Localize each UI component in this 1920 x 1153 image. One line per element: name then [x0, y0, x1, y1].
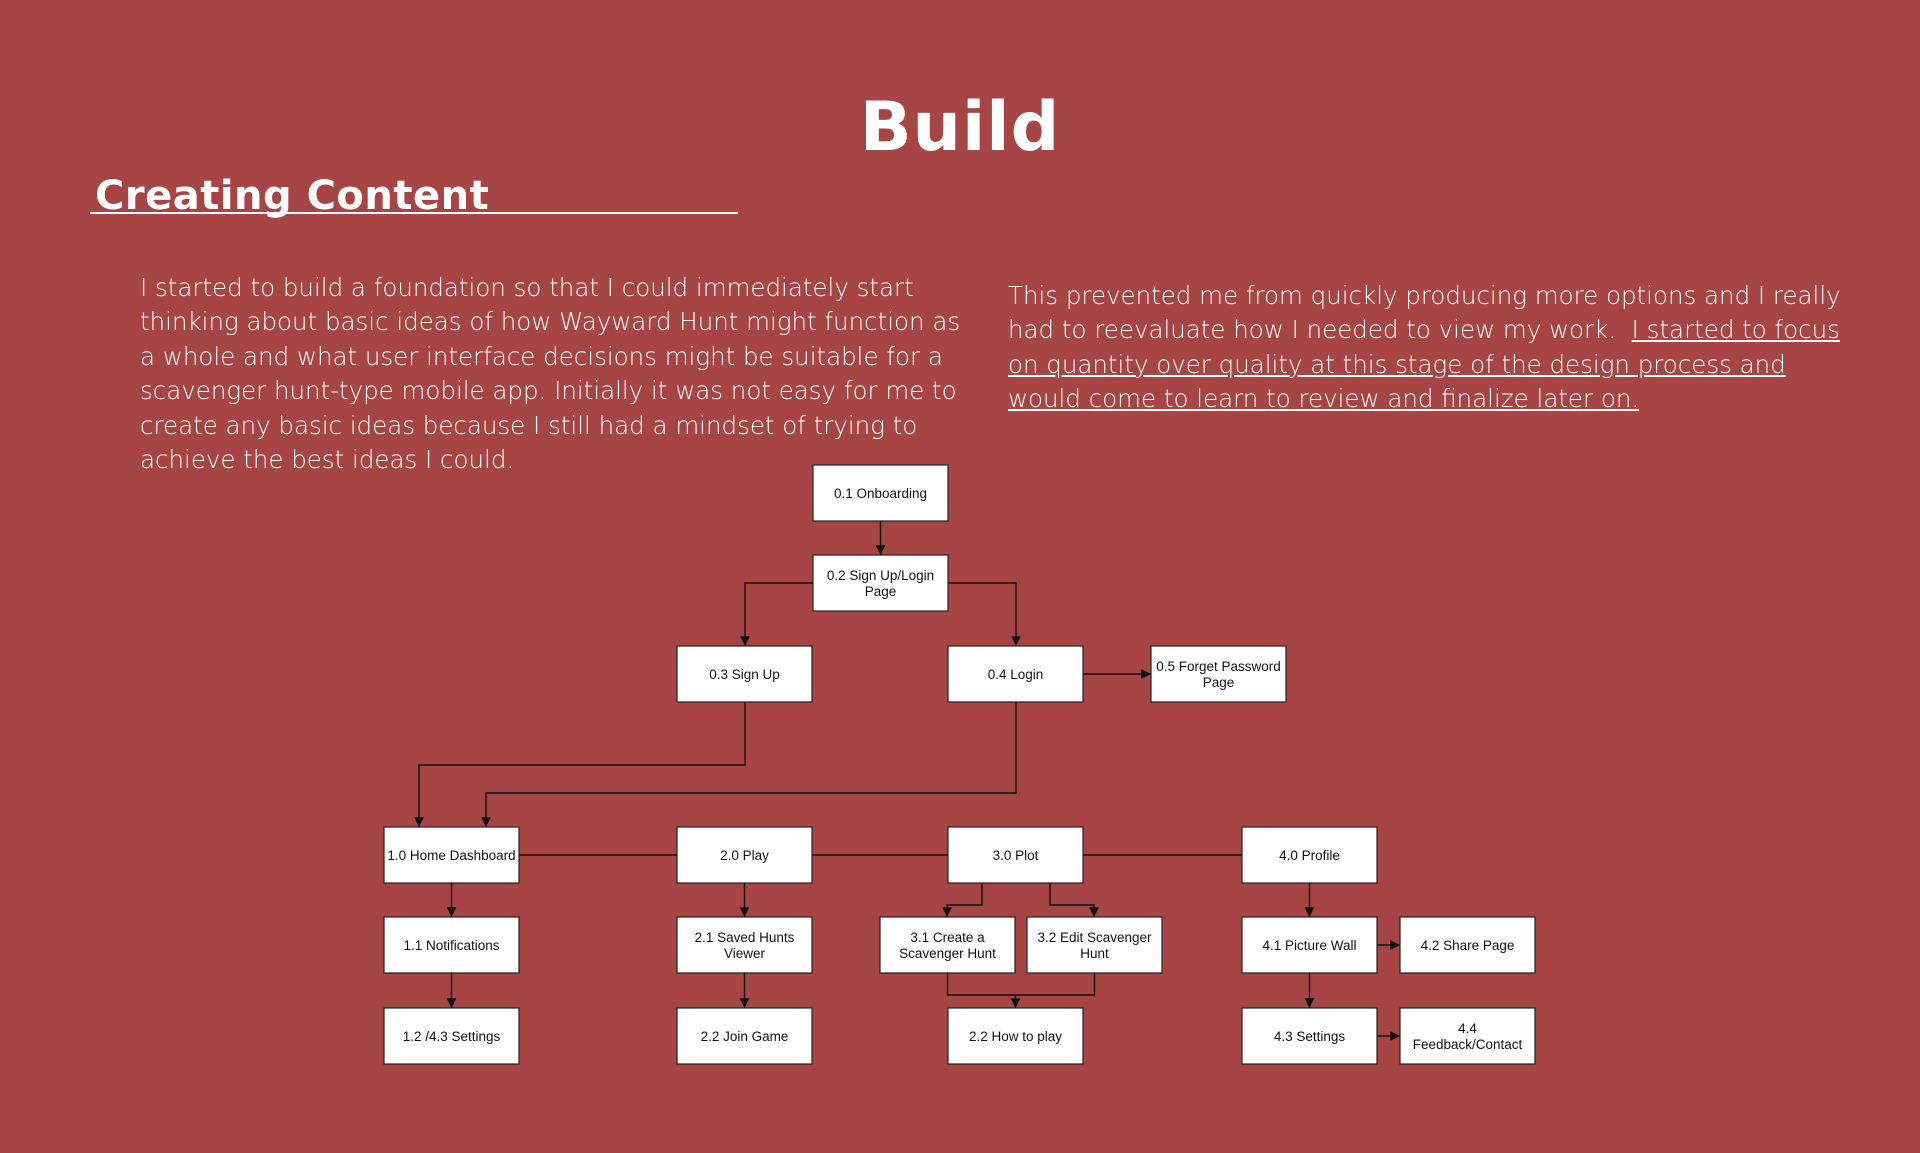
- section-heading: Creating Content: [95, 173, 490, 219]
- edge-plot-create: [942, 883, 983, 917]
- node-box: [1399, 916, 1536, 974]
- reflection-paragraph: This prevented me from quickly producing…: [1008, 279, 1858, 417]
- diagram-node-n03: 0.3 Sign Up: [676, 645, 813, 703]
- node-box: [1026, 916, 1163, 974]
- node-box: [1399, 1007, 1536, 1065]
- diagram-node-n12: 1.2 /4.3 Settings: [383, 1007, 520, 1065]
- node-box: [676, 1007, 813, 1065]
- edge-signuplogin-signup: [740, 582, 813, 646]
- node-label: Scavenger Hunt: [899, 946, 996, 961]
- node-label: 2.2 How to play: [969, 1029, 1062, 1044]
- page-title: Build: [859, 88, 1061, 167]
- node-label: 4.1 Picture Wall: [1262, 938, 1356, 953]
- node-label: 0.2 Sign Up/Login: [827, 568, 934, 583]
- edge-create-edit-join: [946, 973, 1096, 996]
- node-box: [676, 916, 813, 974]
- diagram-node-n42: 4.2 Share Page: [1399, 916, 1536, 974]
- node-box: [676, 645, 813, 703]
- node-label: 0.1 Onboarding: [834, 486, 927, 501]
- node-box: [947, 645, 1084, 703]
- node-label: 1.1 Notifications: [403, 938, 499, 953]
- node-label: 4.3 Settings: [1274, 1029, 1346, 1044]
- edge-login-home: [481, 702, 1017, 827]
- node-label: 3.0 Plot: [993, 848, 1039, 863]
- edge-plot-edit: [1049, 883, 1099, 917]
- edge-signup-home: [414, 702, 746, 827]
- node-box: [947, 1007, 1084, 1065]
- diagram-node-n41: 4.1 Picture Wall: [1241, 916, 1378, 974]
- diagram-node-n30: 3.0 Plot: [947, 826, 1084, 884]
- node-box: [383, 916, 520, 974]
- node-box: [1150, 645, 1287, 703]
- node-label: 4.4: [1458, 1021, 1477, 1036]
- node-label: 0.4 Login: [988, 667, 1044, 682]
- node-label: 0.5 Forget Password: [1156, 659, 1281, 674]
- diagram-node-n22: 2.2 Join Game: [676, 1007, 813, 1065]
- node-label: 2.2 Join Game: [701, 1029, 789, 1044]
- reflection-underlined-text: I started to focus on quantity over qual…: [1008, 315, 1840, 413]
- heading-underline: [90, 212, 738, 214]
- node-label: Page: [865, 584, 897, 599]
- diagram-node-n22b: 2.2 How to play: [947, 1007, 1084, 1065]
- diagram-node-n43: 4.3 Settings: [1241, 1007, 1378, 1065]
- node-label: Viewer: [724, 946, 766, 961]
- diagram-node-n10: 1.0 Home Dashboard: [383, 826, 520, 884]
- node-box: [879, 916, 1016, 974]
- node-label: 3.1 Create a: [910, 930, 985, 945]
- diagram-node-n40: 4.0 Profile: [1241, 826, 1378, 884]
- node-label: 4.2 Share Page: [1421, 938, 1515, 953]
- diagram-connectors: [414, 521, 1400, 1041]
- diagram-node-n20: 2.0 Play: [676, 826, 813, 884]
- node-label: 1.0 Home Dashboard: [387, 848, 515, 863]
- intro-paragraph: I started to build a foundation so that …: [140, 272, 961, 475]
- node-box: [1241, 826, 1378, 884]
- node-box: [383, 826, 520, 884]
- node-box: [1241, 1007, 1378, 1065]
- edge-signuplogin-login: [948, 582, 1021, 646]
- node-label: 1.2 /4.3 Settings: [403, 1029, 501, 1044]
- node-box: [383, 1007, 520, 1065]
- reflection-text: This prevented me from quickly producing…: [1008, 280, 1841, 345]
- node-label: 2.1 Saved Hunts: [695, 930, 795, 945]
- node-label: 4.0 Profile: [1279, 848, 1340, 863]
- node-label: Feedback/Contact: [1413, 1037, 1523, 1052]
- node-box: [947, 826, 1084, 884]
- diagram-node-n04: 0.4 Login: [947, 645, 1084, 703]
- node-box: [812, 554, 949, 612]
- node-box: [812, 464, 949, 522]
- node-label: 0.3 Sign Up: [709, 667, 780, 682]
- node-label: 3.2 Edit Scavenger: [1037, 930, 1152, 945]
- node-box: [1241, 916, 1378, 974]
- node-label: Hunt: [1080, 946, 1109, 961]
- node-box: [676, 826, 813, 884]
- diagram-node-n11: 1.1 Notifications: [383, 916, 520, 974]
- node-label: Page: [1203, 675, 1235, 690]
- node-label: 2.0 Play: [720, 848, 769, 863]
- diagram-node-n01: 0.1 Onboarding: [812, 464, 949, 522]
